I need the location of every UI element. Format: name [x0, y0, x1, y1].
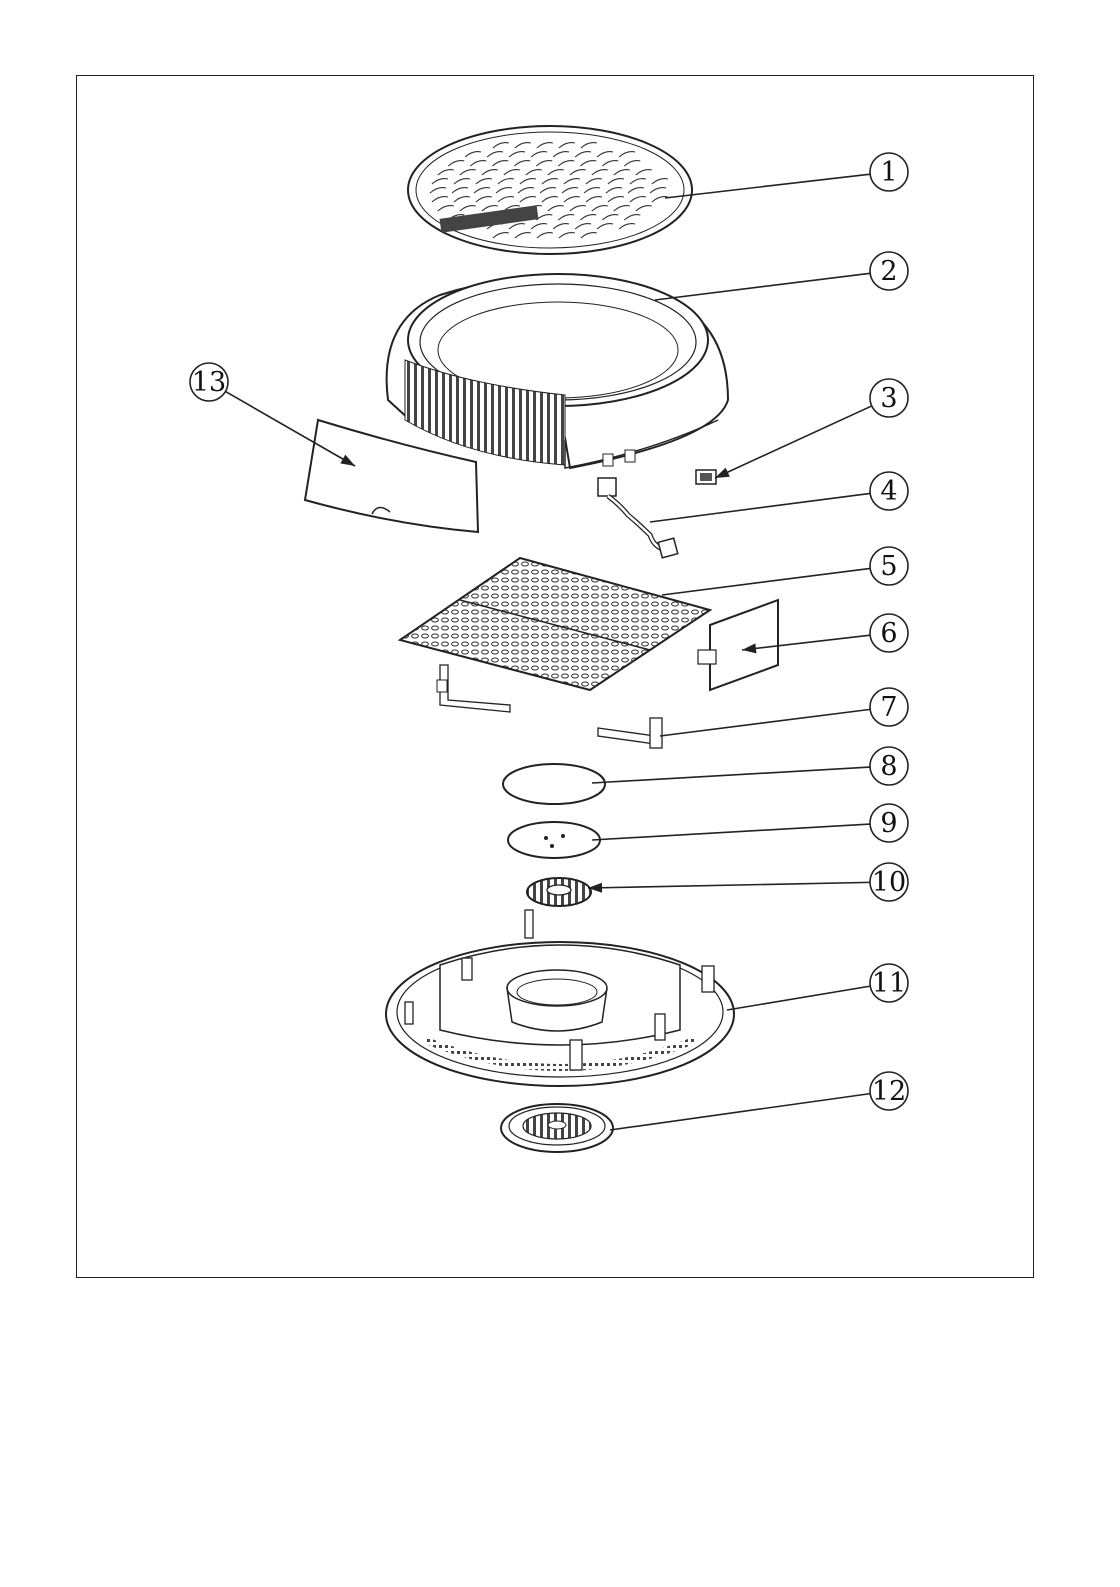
- leader-line: [592, 767, 870, 783]
- callout-number: 4: [880, 476, 897, 507]
- callout-11: 11: [727, 964, 908, 1010]
- leader-line: [665, 174, 870, 198]
- part-1-grill-plate: [408, 126, 692, 254]
- part-3-switch: [696, 470, 716, 484]
- callout-2: 2: [655, 252, 908, 300]
- callout-number: 8: [880, 751, 897, 782]
- leader-line: [588, 882, 870, 888]
- callout-5: 5: [662, 547, 908, 595]
- part-7-bracket: [598, 718, 662, 748]
- leader-line: [727, 986, 870, 1010]
- part-8-disc: [503, 764, 605, 804]
- part-2-housing-ring: [387, 274, 728, 468]
- callout-1: 1: [665, 153, 908, 198]
- part-10-fan: [527, 878, 591, 906]
- callout-12: 12: [610, 1072, 908, 1130]
- leader-line: [655, 273, 870, 300]
- callout-3: 3: [715, 379, 908, 478]
- callout-number: 1: [880, 157, 897, 188]
- leader-line: [610, 1094, 870, 1130]
- callout-9: 9: [592, 804, 908, 842]
- part-4-power-cord: [598, 478, 678, 558]
- callout-10: 10: [588, 863, 908, 901]
- callout-8: 8: [592, 747, 908, 785]
- arrow-head: [715, 468, 730, 478]
- callout-number: 3: [880, 383, 897, 414]
- callout-number: 11: [872, 968, 906, 999]
- callout-number: 12: [872, 1076, 906, 1107]
- leader-line: [650, 493, 870, 522]
- part-12-lower-fan: [501, 1104, 613, 1152]
- callout-number: 13: [192, 367, 226, 398]
- leader-line: [662, 568, 870, 595]
- part-9-perforated-disc: [508, 822, 600, 858]
- callout-7: 7: [660, 688, 908, 736]
- part-6-circuit-board: [698, 600, 778, 690]
- part-11-base: [386, 910, 734, 1086]
- callout-number: 9: [880, 808, 897, 839]
- callout-number: 10: [872, 867, 906, 898]
- callout-number: 6: [880, 618, 897, 649]
- part-5-mesh-screen: [400, 558, 710, 712]
- leader-line: [660, 709, 870, 736]
- callout-number: 7: [880, 692, 897, 723]
- leader-line: [715, 406, 872, 478]
- callout-number: 5: [880, 551, 897, 582]
- callout-4: 4: [650, 472, 908, 522]
- callout-number: 2: [880, 256, 897, 287]
- leader-line: [592, 824, 870, 840]
